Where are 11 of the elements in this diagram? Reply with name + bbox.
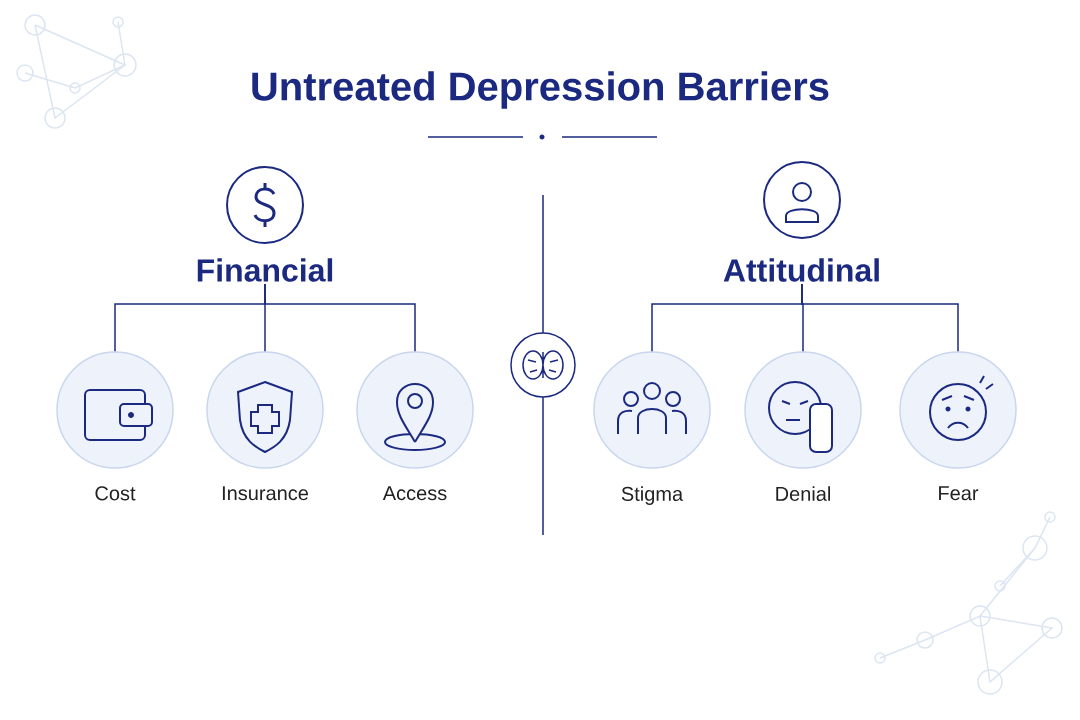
title: Untreated Depression Barriers xyxy=(252,71,829,109)
connector-line xyxy=(264,283,416,352)
node-label: Cost xyxy=(95,486,136,501)
node-label: Fear xyxy=(939,486,979,501)
category-heading: Attitudinal xyxy=(723,258,879,282)
node-label: Access xyxy=(382,486,447,501)
category-heading: Financial xyxy=(197,258,333,282)
node-label: Stigma xyxy=(621,486,684,505)
connector-line xyxy=(801,283,959,352)
node-label: Denial xyxy=(776,486,830,501)
node-label: Insurance xyxy=(222,486,309,501)
